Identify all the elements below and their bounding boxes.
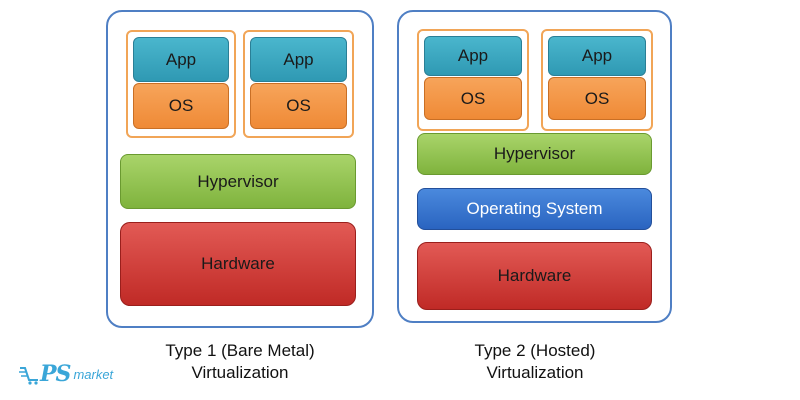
type2-vm-left-app: App	[424, 36, 522, 76]
logo-mark: PS	[40, 361, 71, 387]
type1-vm-right-app: App	[250, 37, 347, 82]
type1-vm-right: App OS	[243, 30, 354, 138]
type2-operating-system: Operating System	[417, 188, 652, 230]
type1-vm-left-app: App	[133, 37, 229, 82]
type2-vm-left-os: OS	[424, 77, 522, 120]
type1-caption-line2: Virtualization	[191, 363, 289, 382]
type2-vm-left: App OS	[417, 29, 529, 131]
type1-caption-line1: Type 1 (Bare Metal)	[165, 341, 315, 360]
type2-vm-right-app: App	[548, 36, 646, 76]
type2-hypervisor: Hypervisor	[417, 133, 652, 175]
type2-hardware: Hardware	[417, 242, 652, 310]
ps-market-logo: PS market	[19, 361, 140, 387]
logo-word: market	[73, 366, 114, 382]
type2-caption-line2: Virtualization	[486, 363, 584, 382]
type1-panel: App OS App OS Hypervisor Hardware	[106, 10, 374, 328]
type1-vm-right-os: OS	[250, 83, 347, 129]
type1-vm-left-os: OS	[133, 83, 229, 129]
type2-caption-line1: Type 2 (Hosted)	[474, 341, 596, 360]
cart-icon	[19, 367, 38, 385]
type2-caption: Type 2 (Hosted) Virtualization	[415, 340, 655, 384]
type1-hardware: Hardware	[120, 222, 356, 306]
type2-panel: App OS App OS Hypervisor Operating Syste…	[397, 10, 672, 323]
type1-vm-left: App OS	[126, 30, 236, 138]
type1-hypervisor: Hypervisor	[120, 154, 356, 209]
type1-caption: Type 1 (Bare Metal) Virtualization	[120, 340, 360, 384]
type2-vm-right-os: OS	[548, 77, 646, 120]
type2-vm-right: App OS	[541, 29, 653, 131]
